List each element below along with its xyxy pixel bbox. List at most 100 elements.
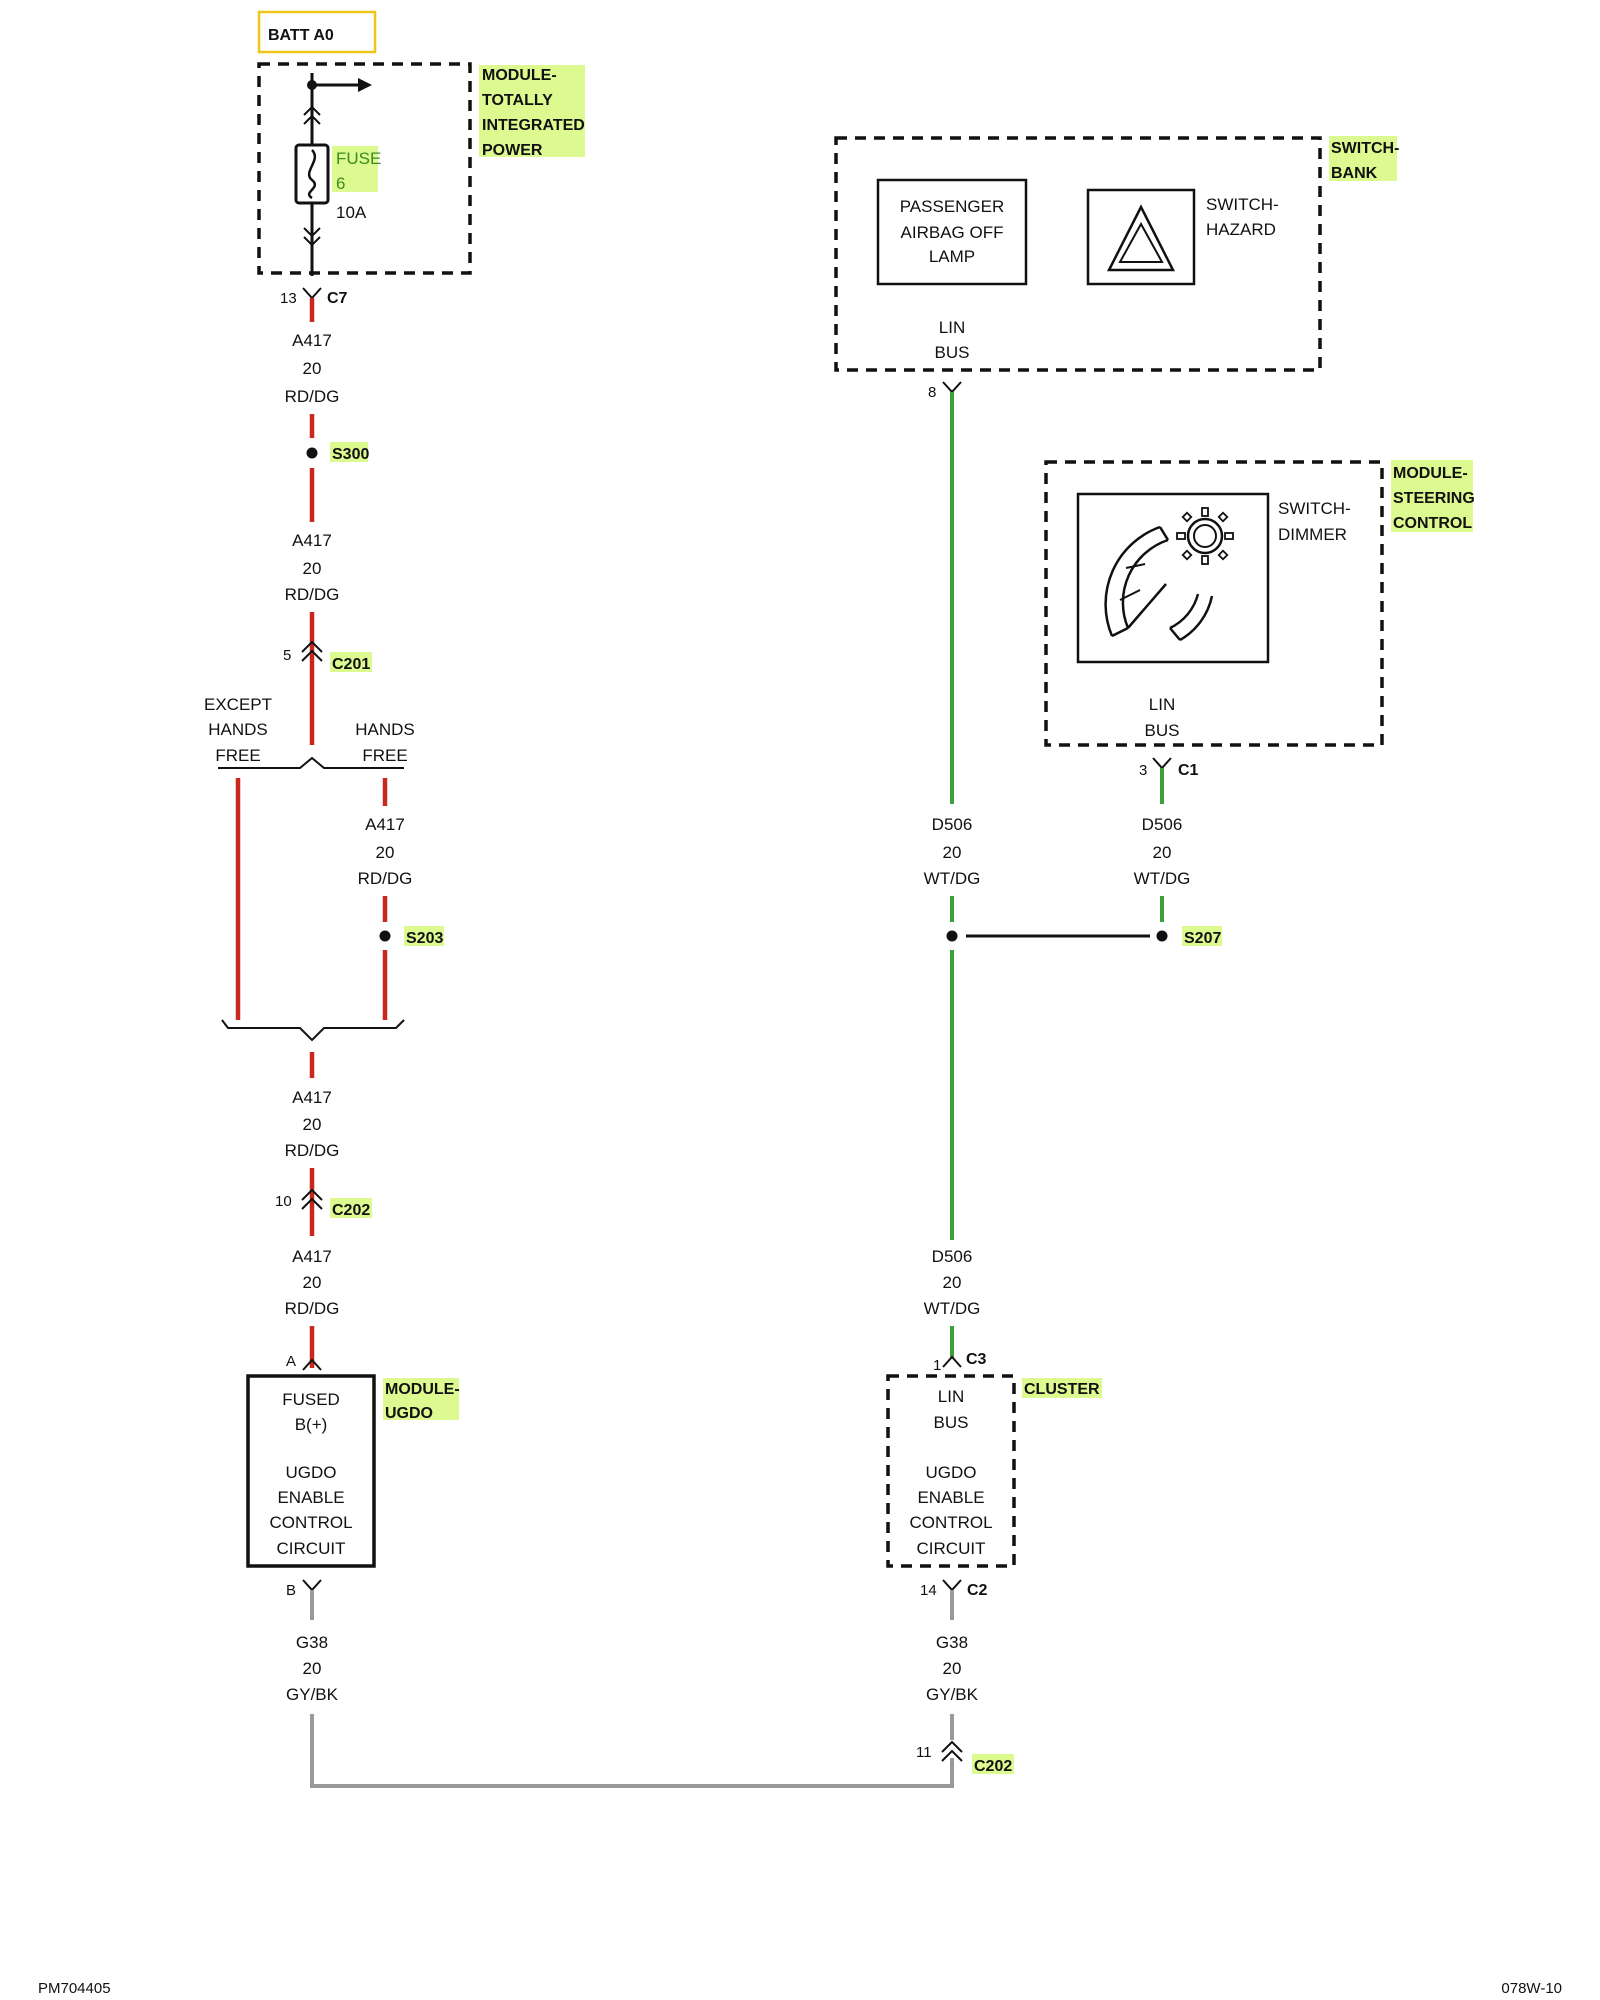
cluster-label: CLUSTER	[1024, 1381, 1100, 1398]
switch-bank-box	[834, 136, 1322, 372]
c202-bottom-highlight	[972, 1754, 1014, 1774]
steering-module-box	[1044, 460, 1384, 747]
a417-color-1: RD/DG	[285, 387, 340, 406]
a417-circuit-4: A417	[292, 1088, 332, 1107]
d506-color-2: WT/DG	[1134, 869, 1191, 888]
s207-label: S207	[1184, 930, 1221, 947]
c201-pin: 5	[283, 647, 291, 664]
s207-highlight	[1182, 926, 1222, 946]
fuse-number: 6	[336, 174, 345, 193]
ugdo-pin-a: A	[286, 1353, 296, 1370]
d506-circuit-2: D506	[1142, 815, 1183, 834]
g38-color-left: GY/BK	[286, 1685, 339, 1704]
tipm-module-box	[257, 62, 472, 275]
fuse-element-icon	[307, 149, 317, 200]
ugdo-label-line-1: MODULE-	[385, 1381, 460, 1398]
cluster-box-line-1: LIN	[938, 1387, 964, 1406]
airbag-lamp-line-2: AIRBAG OFF	[901, 223, 1004, 242]
fuse-bottom-chevron-icon-2	[303, 236, 321, 247]
tipm-label-highlight	[479, 65, 585, 157]
ugdo-box-line-1: FUSED	[282, 1390, 340, 1409]
branch-left-line-1: EXCEPT	[204, 695, 272, 714]
switch-bank-label-line-1: SWITCH-	[1331, 140, 1399, 157]
c3-connector-icon	[942, 1355, 962, 1368]
c3-name: C3	[966, 1351, 987, 1368]
branch-top-brace	[218, 756, 404, 769]
steering-label-highlight	[1391, 460, 1473, 532]
branch-bottom-brace	[221, 1019, 405, 1042]
cluster-box-line-2: BUS	[934, 1413, 969, 1432]
d506-gauge-2: 20	[1153, 843, 1172, 862]
a417-gauge-1: 20	[303, 359, 322, 378]
ugdo-box-line-2: B(+)	[295, 1415, 328, 1434]
a417-gauge-4: 20	[303, 1115, 322, 1134]
fuse-top-chevron-icon-2	[303, 114, 321, 125]
ugdo-box-line-7: CIRCUIT	[277, 1539, 346, 1558]
cluster-label-highlight	[1022, 1378, 1102, 1398]
c2-name: C2	[967, 1582, 988, 1599]
g38-ground-wire	[310, 1714, 954, 1788]
a417-gauge-5: 20	[303, 1273, 322, 1292]
a417-gauge-2: 20	[303, 559, 322, 578]
a417-color-5: RD/DG	[285, 1299, 340, 1318]
switch-bank-label-highlight	[1329, 136, 1397, 181]
hazard-triangle-inner-icon	[1118, 221, 1164, 263]
s300-splice	[306, 447, 318, 459]
dimmer-label-line-1: SWITCH-	[1278, 499, 1351, 518]
d506-color-3: WT/DG	[924, 1299, 981, 1318]
c201-name: C201	[332, 656, 370, 673]
s207-splice	[1156, 930, 1168, 942]
ugdo-box-line-6: CONTROL	[269, 1513, 352, 1532]
c201-connector-icon	[301, 640, 323, 653]
ugdo-module-box	[246, 1374, 376, 1568]
c202-top-highlight	[330, 1198, 372, 1218]
d506-gauge-1: 20	[943, 843, 962, 862]
switch-bank-label-line-2: BANK	[1331, 165, 1378, 182]
switch-bank-pin: 8	[928, 384, 936, 401]
tipm-label-line-3: INTEGRATED	[482, 117, 585, 134]
airbag-lamp-line-3: LAMP	[929, 247, 975, 266]
g38-circuit-left: G38	[296, 1633, 328, 1652]
airbag-lamp-box	[876, 178, 1028, 286]
steering-lin-line-2: BUS	[1145, 721, 1180, 740]
s203-label: S203	[406, 930, 443, 947]
c202-top-name: C202	[332, 1202, 370, 1219]
c1-name: C1	[1178, 762, 1199, 779]
cluster-box-line-7: CIRCUIT	[917, 1539, 986, 1558]
cluster-box-line-6: CONTROL	[909, 1513, 992, 1532]
c7-connector-icon	[302, 287, 322, 300]
cluster-module-box	[886, 1374, 1016, 1568]
c201-connector-icon-2	[301, 649, 323, 662]
tipm-label-line-2: TOTALLY	[482, 92, 553, 109]
steering-label-line-1: MODULE-	[1393, 465, 1468, 482]
ugdo-box-line-4: UGDO	[286, 1463, 337, 1482]
d506-splice-node	[946, 930, 958, 942]
batt-a0-label: BATT A0	[268, 27, 334, 44]
a417-circuit-3: A417	[365, 815, 405, 834]
c1-connector-icon	[1152, 757, 1172, 770]
ugdo-pin-b: B	[286, 1582, 296, 1599]
hazard-label-line-2: HAZARD	[1206, 220, 1276, 239]
ugdo-pin-b-connector-icon	[302, 1579, 322, 1592]
c1-pin: 3	[1139, 762, 1147, 779]
c2-connector-icon	[942, 1579, 962, 1592]
switch-bank-lin-line-2: BUS	[935, 343, 970, 362]
g38-gauge-right: 20	[943, 1659, 962, 1678]
airbag-lamp-line-1: PASSENGER	[900, 197, 1005, 216]
d506-gauge-3: 20	[943, 1273, 962, 1292]
branch-left-line-2: HANDS	[208, 720, 268, 739]
a417-color-3: RD/DG	[358, 869, 413, 888]
cluster-box-line-4: UGDO	[926, 1463, 977, 1482]
tipm-label-line-1: MODULE-	[482, 67, 557, 84]
fuse-name: FUSE	[336, 149, 381, 168]
c202-bottom-name: C202	[974, 1758, 1012, 1775]
branch-left-line-3: FREE	[215, 746, 260, 765]
c202-top-connector-icon	[301, 1188, 323, 1201]
g38-circuit-right: G38	[936, 1633, 968, 1652]
footer-left-code: PM704405	[38, 1980, 111, 1997]
d506-circuit-3: D506	[932, 1247, 973, 1266]
c7-pin: 13	[280, 290, 297, 307]
batt-a0-box	[257, 10, 377, 54]
branch-right-line-2: FREE	[362, 746, 407, 765]
